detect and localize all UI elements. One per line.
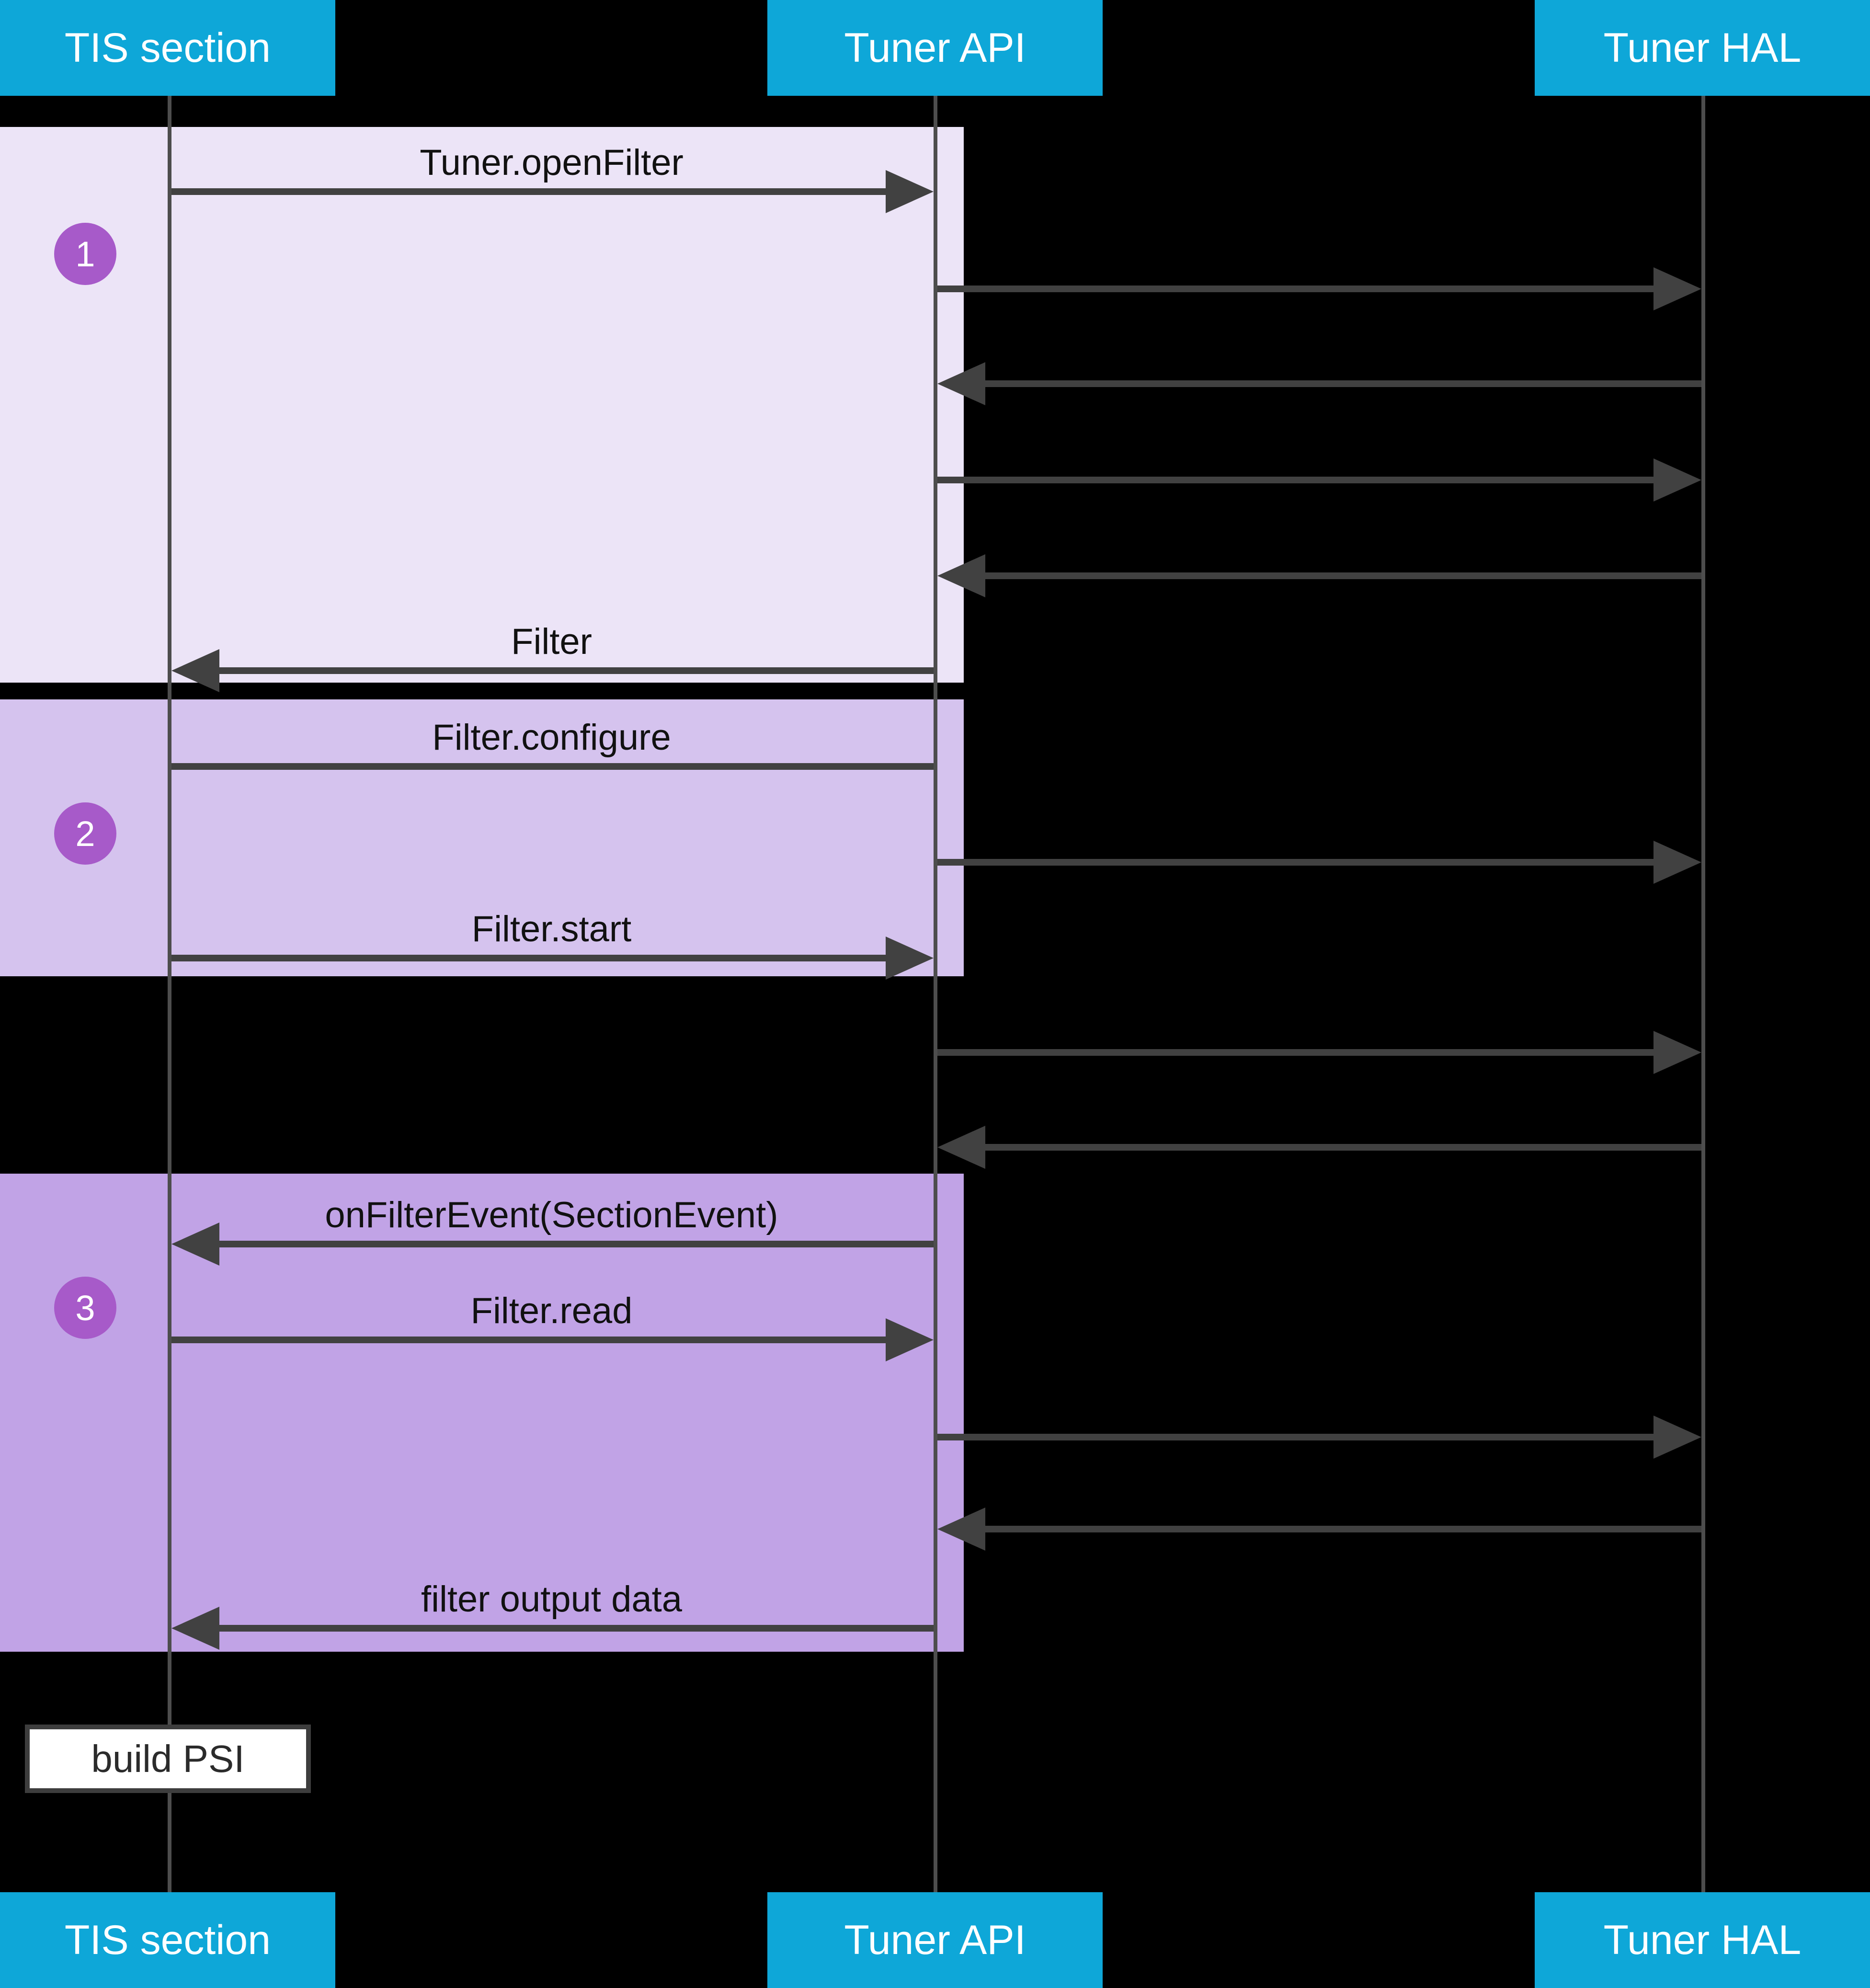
step-3-number: 3 <box>75 1288 95 1328</box>
arrow-hal-to-api-3 <box>985 1144 1701 1151</box>
participant-header-tuner-api-bottom: Tuner API <box>767 1892 1103 1988</box>
lifeline-tuner-hal <box>1701 96 1705 1892</box>
participant-header-tis-section-top: TIS section <box>0 0 335 96</box>
arrow-hal-to-api-1 <box>985 380 1701 387</box>
line-filter-configure <box>171 763 934 770</box>
arrow-api-to-hal-1 <box>937 286 1653 292</box>
message-label-filter-start: Filter.start <box>471 909 632 949</box>
arrow-hal-to-api-2 <box>985 572 1701 579</box>
arrow-on-filter-event <box>219 1241 934 1247</box>
arrow-api-to-hal-4 <box>937 1049 1653 1056</box>
arrow-tuner-open-filter <box>171 188 886 195</box>
step-2-badge: 2 <box>54 802 116 865</box>
message-label-filter-output-data: filter output data <box>421 1579 683 1620</box>
arrow-filter-return <box>219 667 934 674</box>
participant-label: TIS section <box>64 24 271 71</box>
message-label-filter-configure: Filter.configure <box>432 717 671 758</box>
arrow-api-to-hal-3 <box>937 859 1653 866</box>
step-3-badge: 3 <box>54 1277 116 1339</box>
message-label-tuner-open-filter: Tuner.openFilter <box>420 142 684 183</box>
step-group-3-box <box>0 1174 964 1652</box>
participant-header-tuner-hal-top: Tuner HAL <box>1535 0 1870 96</box>
step-1-number: 1 <box>75 234 95 274</box>
participant-label: Tuner API <box>844 1917 1026 1963</box>
arrow-hal-to-api-4 <box>985 1526 1701 1532</box>
arrow-filter-output-data <box>219 1625 934 1632</box>
participant-label: Tuner API <box>844 24 1026 71</box>
message-label-filter-return: Filter <box>511 621 592 662</box>
participant-header-tuner-api-top: Tuner API <box>767 0 1103 96</box>
note-build-psi-label: build PSI <box>91 1737 245 1780</box>
participant-header-tuner-hal-bottom: Tuner HAL <box>1535 1892 1870 1988</box>
message-label-on-filter-event: onFilterEvent(SectionEvent) <box>325 1195 778 1235</box>
lifeline-tis-section <box>168 96 171 1892</box>
arrow-api-to-hal-2 <box>937 477 1653 483</box>
step-group-1-box <box>0 127 964 683</box>
note-build-psi: build PSI <box>25 1725 311 1793</box>
participant-label: Tuner HAL <box>1603 24 1802 71</box>
step-2-number: 2 <box>75 813 95 854</box>
arrow-filter-read <box>171 1337 886 1343</box>
participant-label: TIS section <box>64 1917 271 1963</box>
step-1-badge: 1 <box>54 223 116 285</box>
message-label-filter-read: Filter.read <box>470 1291 633 1331</box>
lifeline-tuner-api <box>934 96 937 1892</box>
participant-header-tis-section-bottom: TIS section <box>0 1892 335 1988</box>
participant-label: Tuner HAL <box>1603 1917 1802 1963</box>
step-group-2-box <box>0 699 964 976</box>
arrow-filter-start <box>171 955 886 961</box>
arrow-api-to-hal-5 <box>937 1434 1653 1440</box>
